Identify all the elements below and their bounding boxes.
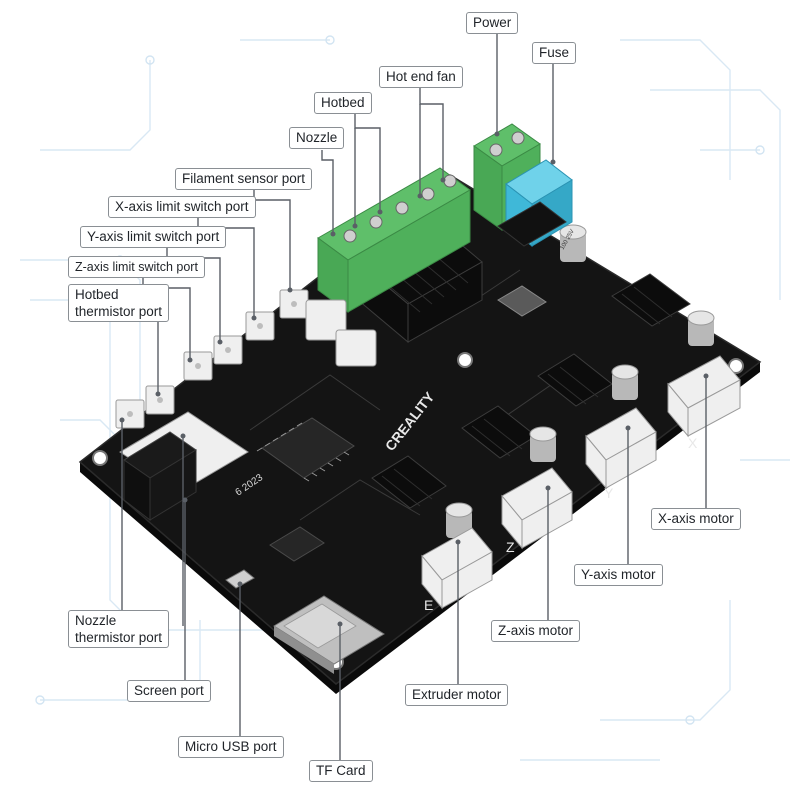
label-x-axis-limit-switch-port: X-axis limit switch port — [108, 196, 256, 218]
label-nozzle-thermistor-port: Nozzle thermistor port — [68, 610, 170, 648]
axis-mark-e: E — [424, 597, 433, 613]
label-hotbed-thermistor-line1: Hotbed — [75, 287, 119, 302]
heatsink-fins — [369, 240, 673, 507]
pcb-edge — [80, 462, 336, 694]
label-z-axis-motor: Z-axis motor — [491, 620, 581, 642]
jst-connector-holes — [127, 301, 297, 417]
label-filament-sensor-port: Filament sensor port — [175, 168, 313, 190]
label-screen-port: Screen port — [127, 680, 211, 702]
label-y-axis-limit-switch-port: Y-axis limit switch port — [80, 226, 227, 248]
screen-header — [119, 411, 249, 522]
axis-mark-y: Y — [604, 485, 614, 501]
label-y-axis-motor: Y-axis motor — [574, 564, 663, 586]
label-x-axis-motor: X-axis motor — [651, 508, 741, 530]
label-nozzle-thermistor-line2: thermistor port — [75, 630, 163, 645]
heater-terminal-block — [317, 167, 471, 313]
micro-usb-connector — [225, 569, 255, 589]
motor-connectors — [421, 355, 741, 610]
label-micro-usb-port: Micro USB port — [178, 736, 284, 758]
axis-mark-x: X — [688, 435, 698, 451]
label-extruder-motor: Extruder motor — [405, 684, 509, 706]
mcu-chip — [261, 417, 355, 479]
label-power: Power — [466, 12, 519, 34]
axis-mark-z: Z — [506, 539, 515, 555]
label-hotbed: Hotbed — [314, 92, 372, 114]
inductor — [497, 285, 547, 317]
tf-card-slot — [273, 595, 385, 674]
label-hotbed-thermistor-port: Hotbed thermistor port — [68, 284, 170, 322]
label-nozzle-thermistor-line1: Nozzle — [75, 613, 117, 628]
label-nozzle: Nozzle — [289, 127, 345, 149]
label-tf-card: TF Card — [309, 760, 373, 782]
fuse — [497, 159, 573, 248]
capacitors — [445, 224, 715, 538]
label-fuse: Fuse — [532, 42, 577, 64]
small-chip — [269, 526, 325, 562]
label-hot-end-fan: Hot end fan — [379, 66, 463, 88]
label-hotbed-thermistor-line2: thermistor port — [75, 304, 163, 319]
leader-dots — [119, 131, 709, 627]
mcu-pins — [256, 422, 350, 482]
label-z-axis-limit-switch-port: Z-axis limit switch port — [68, 256, 205, 278]
